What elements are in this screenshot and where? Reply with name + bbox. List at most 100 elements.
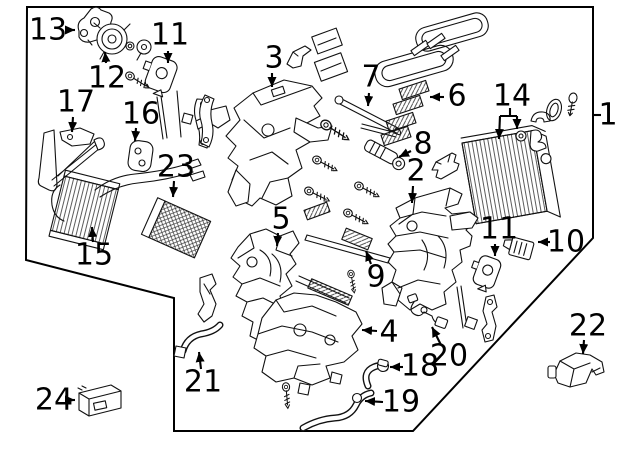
part-8-mount-bracket (364, 139, 406, 171)
callout-11-right-label: 11 (480, 212, 518, 247)
part-bracket-support (197, 273, 217, 323)
part-20-wire-harness (407, 293, 449, 329)
callout-16: 16 (122, 97, 160, 142)
callout-7-arrow (364, 92, 374, 107)
callout-3-label: 3 (264, 41, 283, 76)
callout-18-label: 18 (401, 349, 439, 384)
callout-6-label: 6 (447, 79, 466, 114)
part-cam-gear (136, 39, 152, 61)
callout-4-label: 4 (379, 315, 398, 350)
callout-5: 5 (271, 202, 291, 247)
callout-7: 7 (361, 60, 381, 107)
part-screw (302, 185, 332, 205)
part-22-air-duct (547, 352, 605, 388)
callout-5-label: 5 (271, 202, 290, 237)
part-9-seal-strip (295, 227, 391, 306)
callout-20: 20 (430, 326, 468, 374)
callout-21-label: 21 (184, 365, 222, 400)
part-screw (352, 179, 382, 201)
part-18-drain-elbow (362, 358, 390, 390)
callout-18: 18 (390, 349, 439, 384)
part-3-inlet-case (207, 79, 333, 207)
callout-9: 9 (365, 250, 386, 295)
callout-21-arrow (195, 351, 205, 370)
callout-22-label: 22 (569, 309, 607, 344)
callout-15-label: 15 (75, 238, 113, 273)
callout-14-arrow-left (494, 115, 504, 140)
callout-8-arrow (398, 148, 412, 158)
callout-22: 22 (569, 309, 607, 355)
callout-14-label: 14 (493, 79, 531, 114)
part-screw (341, 206, 371, 228)
callout-2: 2 (406, 154, 426, 204)
callout-6: 6 (430, 79, 467, 114)
part-seal-pads (311, 27, 349, 82)
part-link-rods (456, 285, 498, 343)
callout-2-arrow (408, 185, 418, 204)
part-duct-seals (374, 12, 489, 88)
callout-11-right: 11 (480, 212, 518, 256)
part-11-actuator-top (142, 56, 178, 98)
callout-12-arrow (101, 51, 111, 64)
part-11-actuator-right (471, 255, 502, 293)
callout-11-top-label: 11 (151, 18, 189, 53)
part-seal-pad (303, 201, 331, 221)
part-4-floor-duct-case (253, 292, 363, 396)
callout-17-arrow (68, 116, 78, 133)
callout-10-label: 10 (547, 225, 585, 260)
part-screw (281, 381, 292, 410)
callout-4-arrow (361, 326, 378, 336)
callout-8: 8 (398, 127, 433, 162)
callout-7-label: 7 (361, 60, 380, 95)
callout-12-label: 12 (88, 61, 126, 96)
callout-8-label: 8 (413, 127, 432, 162)
part-link-lever (199, 94, 215, 148)
callout-20-label: 20 (430, 339, 468, 374)
part-19-drain-hose-long (299, 389, 375, 432)
callout-15: 15 (75, 226, 113, 273)
callout-13-label: 13 (29, 13, 67, 48)
callout-16-label: 16 (122, 97, 160, 132)
callout-17: 17 (57, 85, 95, 133)
part-12-mode-actuator (93, 22, 131, 60)
callout-23-arrow (169, 180, 179, 198)
part-screw (310, 153, 340, 175)
part-6-seal-foams (380, 79, 430, 147)
callout-23: 23 (157, 150, 195, 198)
callout-5-arrow (273, 232, 283, 247)
callout-14: 14 (493, 79, 531, 140)
callout-22-arrow (579, 339, 589, 355)
callout-4: 4 (361, 315, 399, 350)
callout-11-top: 11 (151, 18, 189, 63)
part-clip-bracket (286, 45, 312, 69)
callout-21: 21 (184, 351, 222, 400)
callout-19-label: 19 (382, 385, 420, 420)
callout-9-arrow (365, 250, 374, 265)
callout-3: 3 (264, 41, 284, 87)
part-24-amplifier-module (77, 384, 122, 417)
diagram-border (24, 6, 594, 432)
callout-13: 13 (29, 13, 75, 48)
part-15-heater-core (48, 158, 206, 251)
callout-19-arrow (364, 397, 384, 407)
part-clamp-clip (431, 152, 460, 180)
part-10-blower-resistor (502, 236, 535, 261)
part-washer (125, 41, 135, 51)
callout-2-label: 2 (406, 154, 425, 189)
callout-19: 19 (364, 385, 420, 420)
callout-16-arrow (131, 127, 141, 142)
callout-23-label: 23 (157, 150, 195, 185)
callout-10: 10 (538, 225, 585, 260)
callout-9-label: 9 (366, 260, 385, 295)
part-pipe-grommets (515, 92, 578, 152)
part-screw (346, 269, 358, 294)
callout-20-arrow (431, 326, 442, 346)
callout-14-bracket (500, 108, 517, 118)
part-21-drain-hose (173, 321, 224, 359)
callout-12: 12 (88, 51, 126, 96)
callout-24-label: 24 (35, 383, 73, 418)
callout-17-label: 17 (57, 85, 95, 120)
callout-1: 1 (594, 98, 618, 133)
part-17-heater-pipe-bracket (37, 127, 105, 192)
